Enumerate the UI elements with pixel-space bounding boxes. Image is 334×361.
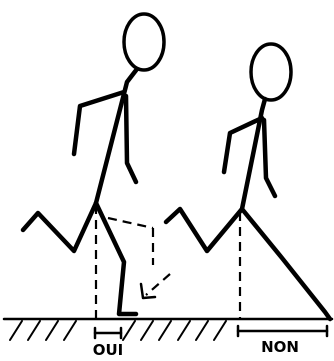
- runner-incorrect-head: [251, 44, 291, 100]
- runner-correct-head: [124, 14, 164, 70]
- runner-correct-body: [23, 69, 137, 314]
- ground: [4, 319, 332, 340]
- no-label: NON: [261, 338, 299, 356]
- runner-incorrect: [166, 44, 330, 319]
- no-marker: [238, 326, 327, 336]
- yes-label: OUI: [93, 341, 124, 359]
- yes-marker: [95, 328, 121, 338]
- runner-incorrect-body: [166, 99, 330, 319]
- arrow-icon: [141, 274, 170, 298]
- ground-hatching: [10, 321, 226, 340]
- runner-correct: [23, 14, 170, 318]
